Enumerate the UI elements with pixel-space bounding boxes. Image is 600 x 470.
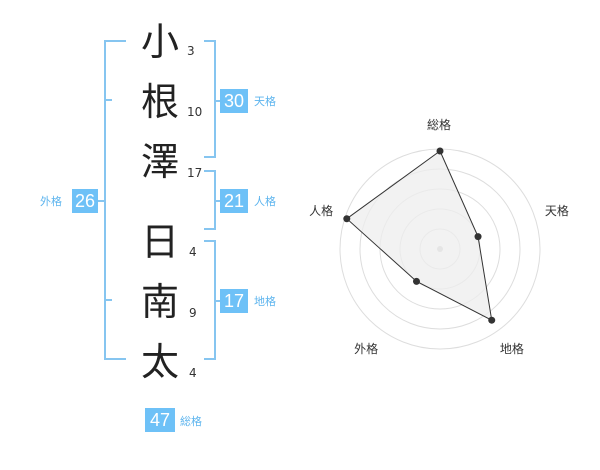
stroke-count-3: 17 <box>187 166 203 180</box>
tenkaku-label: 天格 <box>254 95 276 108</box>
chikaku-badge: 17 <box>220 289 248 313</box>
radar-point-3 <box>488 316 496 324</box>
stroke-count-6: 4 <box>189 366 197 380</box>
stroke-count-1: 3 <box>187 44 195 58</box>
radar-axis-label-5: 人格 <box>309 203 334 218</box>
tenkaku-badge: 30 <box>220 89 248 113</box>
chikaku-label: 地格 <box>254 295 276 308</box>
radar-point-4 <box>412 277 420 285</box>
jinkaku-label: 人格 <box>254 195 276 208</box>
radar-axis-label-2: 天格 <box>544 203 569 218</box>
radar-axis-label-4: 外格 <box>354 342 379 357</box>
stroke-count-4: 4 <box>189 245 197 259</box>
radar-axis-label-1: 総格 <box>427 118 452 132</box>
gaikaku-label: 外格 <box>40 195 62 208</box>
soukaku-label: 総格 <box>180 415 202 428</box>
name-char-3: 澤 <box>140 140 179 184</box>
name-char-6: 太 <box>140 340 179 384</box>
radar-axis-label-3: 地格 <box>499 342 524 357</box>
name-char-2: 根 <box>140 80 179 124</box>
stroke-count-5: 9 <box>189 306 197 320</box>
soukaku-badge: 47 <box>145 408 175 432</box>
jinkaku-badge: 21 <box>220 189 248 213</box>
radar-point-2 <box>474 233 482 241</box>
name-char-1: 小 <box>140 20 179 64</box>
name-char-5: 南 <box>140 280 179 324</box>
stroke-count-2: 10 <box>187 105 203 119</box>
radar-value-polygon <box>346 150 493 322</box>
radar-point-5 <box>343 215 351 223</box>
gaikaku-badge: 26 <box>72 189 98 213</box>
name-char-4: 日 <box>140 220 179 264</box>
radar-point-1 <box>436 147 444 155</box>
